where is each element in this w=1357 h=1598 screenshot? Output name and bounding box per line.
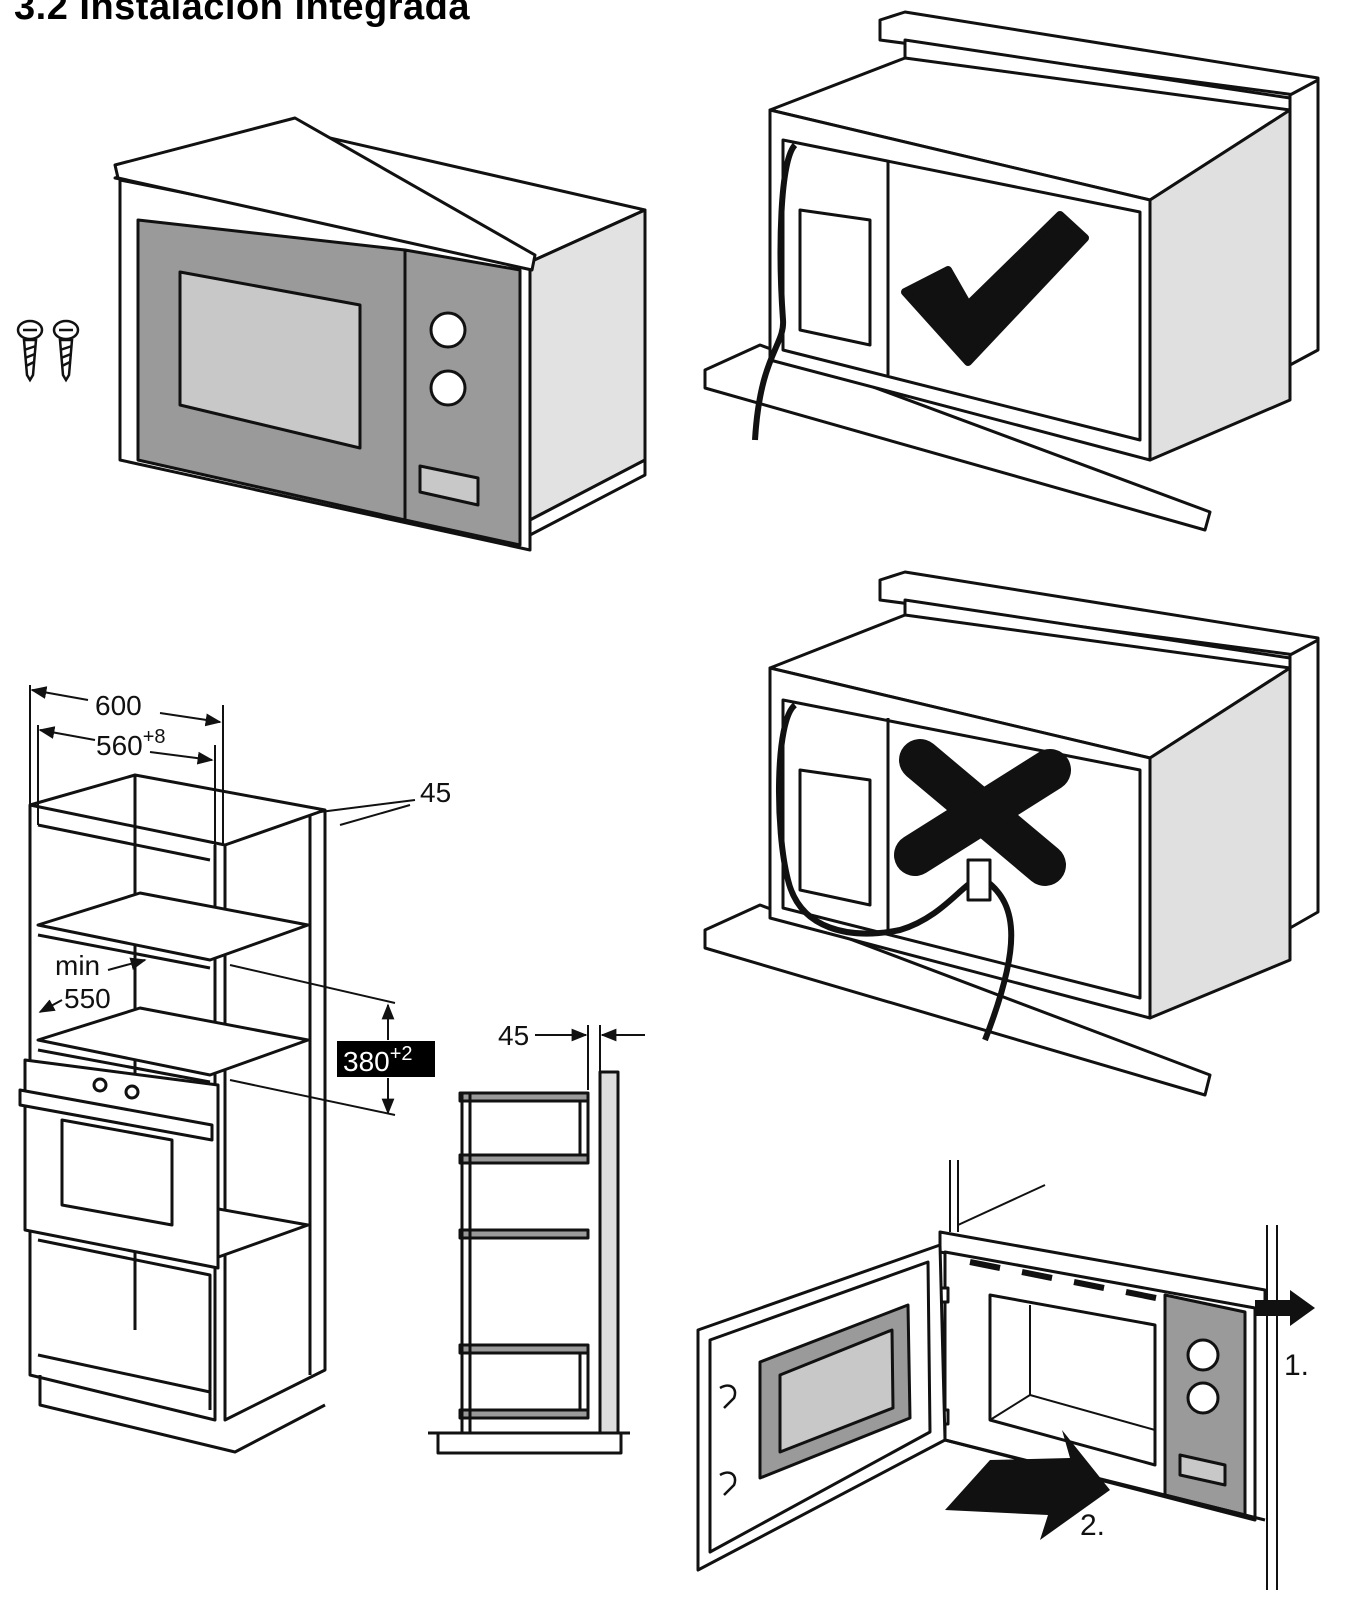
push-in-arrow-icon [945,1430,1110,1540]
niche-width-label: 560+8 [96,726,166,761]
side-section-drawing [428,1025,645,1455]
niche-height-badge: 380+2 [337,1041,435,1077]
side-gap-label: 45 [498,1020,529,1051]
cabinet-width-label: 600 [95,690,142,721]
step-1-label: 1. [1284,1349,1309,1382]
step-2-label: 2. [1080,1509,1105,1542]
checkmark-icon [901,211,1089,366]
section-heading: 3.2 Instalación integrada [14,0,470,28]
min-label: min [55,950,100,981]
screw-icon [16,319,80,383]
microwave-front-illustration [113,116,647,552]
cross-icon [894,739,1071,886]
open-door-install-drawing [696,1160,1278,1590]
top-depth-label: 45 [420,777,451,808]
cabinet-dimension-drawing [18,685,416,1454]
pull-trim-arrow-icon [1255,1290,1315,1326]
min-depth-label: 550 [64,983,111,1014]
svg-text:380+2: 380+2 [343,1043,413,1077]
